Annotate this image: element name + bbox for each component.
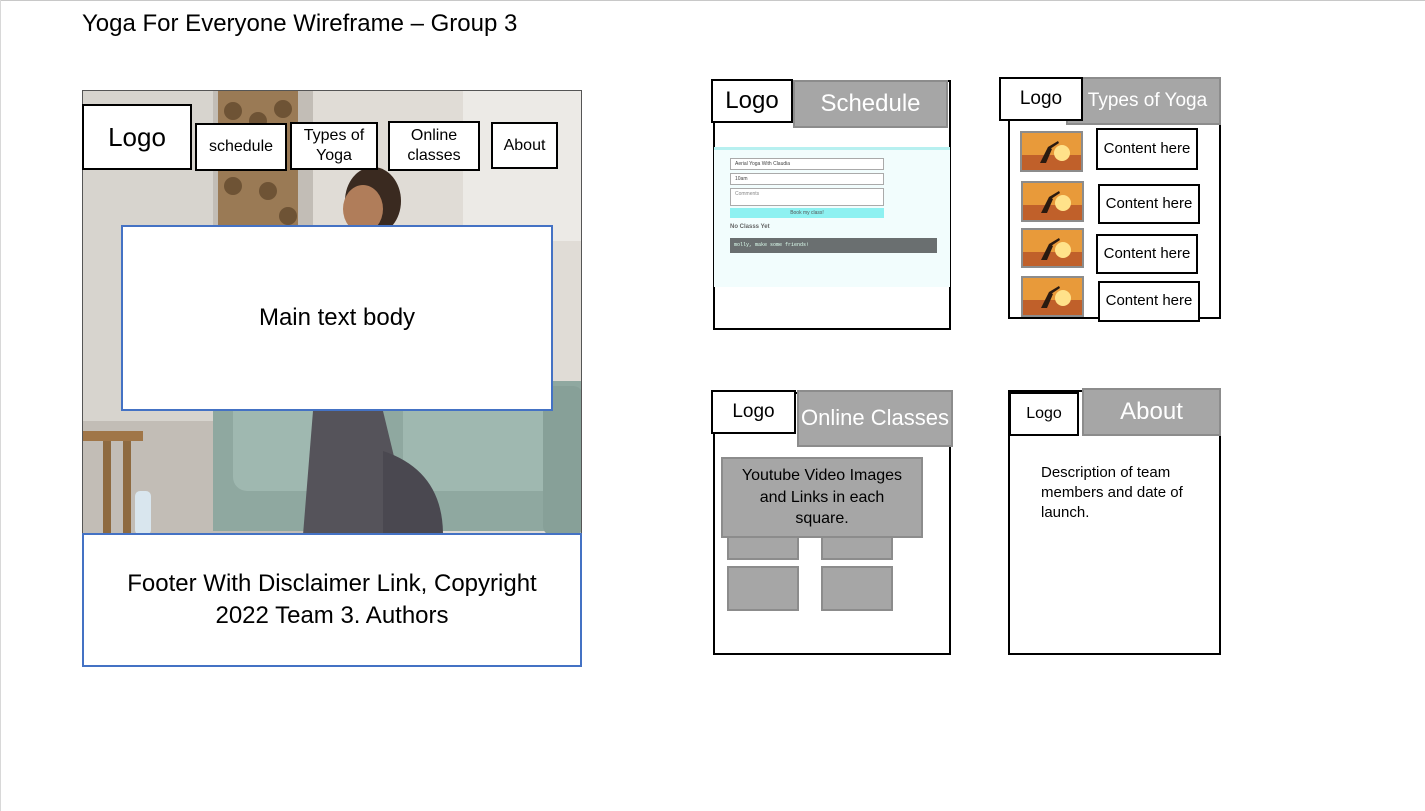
class-select-value: Aerial Yoga With Claudia: [735, 161, 791, 167]
left-rule: [0, 0, 1, 811]
schedule-form: Aerial Yoga With Claudia 10am Comments B…: [714, 147, 950, 287]
video-description: Youtube Video Images and Links in each s…: [721, 457, 923, 538]
types-content-label: Content here: [1103, 244, 1191, 262]
types-content-box: Content here: [1096, 128, 1198, 170]
about-title: About: [1082, 388, 1221, 436]
online-title-label: Online Classes: [801, 405, 949, 431]
types-content-box: Content here: [1098, 281, 1200, 322]
main-text-body: Main text body: [121, 225, 553, 411]
sunset-pose-icon: [1023, 278, 1082, 315]
nav-about-label: About: [503, 136, 546, 154]
yoga-thumbnail: [1021, 276, 1084, 317]
nav-types-button[interactable]: Types of Yoga: [290, 122, 378, 170]
class-select[interactable]: Aerial Yoga With Claudia: [730, 158, 884, 170]
nav-types-label: Types of Yoga: [303, 127, 365, 164]
types-content-label: Content here: [1105, 292, 1193, 310]
video-square[interactable]: [727, 566, 799, 611]
page-title: Yoga For Everyone Wireframe – Group 3: [82, 10, 518, 37]
online-title: Online Classes: [797, 390, 953, 447]
book-class-label: Book my class!: [790, 210, 824, 216]
message-bar: molly, make some friends!: [730, 238, 937, 253]
types-content-box: Content here: [1098, 184, 1200, 224]
video-square[interactable]: [821, 566, 893, 611]
online-logo[interactable]: Logo: [711, 390, 796, 434]
types-content-label: Content here: [1103, 139, 1191, 157]
sunset-pose-icon: [1023, 230, 1082, 266]
no-class-text: No Classs Yet: [730, 224, 770, 230]
schedule-logo-label: Logo: [725, 87, 779, 114]
yoga-thumbnail: [1021, 228, 1084, 268]
schedule-title: Schedule: [793, 80, 948, 128]
sunset-pose-icon: [1022, 133, 1081, 170]
types-content-box: Content here: [1096, 234, 1198, 274]
footer-label: Footer With Disclaimer Link, Copyright 2…: [127, 569, 537, 629]
online-logo-label: Logo: [732, 401, 775, 423]
about-logo-label: Logo: [1026, 405, 1062, 422]
types-logo-label: Logo: [1019, 88, 1063, 110]
message-text: molly, make some friends!: [734, 242, 810, 248]
footer: Footer With Disclaimer Link, Copyright 2…: [82, 533, 582, 667]
nav-about-button[interactable]: About: [491, 122, 558, 169]
home-logo-label: Logo: [108, 121, 166, 152]
yoga-thumbnail: [1020, 131, 1083, 172]
types-logo[interactable]: Logo: [999, 77, 1083, 121]
about-title-label: About: [1120, 397, 1183, 425]
schedule-logo[interactable]: Logo: [711, 79, 793, 123]
top-rule: [0, 0, 1425, 1]
sunset-pose-icon: [1023, 183, 1082, 220]
about-logo[interactable]: Logo: [1009, 392, 1079, 436]
nav-online-label: Online classes: [407, 127, 461, 164]
home-logo[interactable]: Logo: [82, 104, 192, 170]
book-class-button[interactable]: Book my class!: [730, 208, 884, 218]
about-description: Description of team members and date of …: [1041, 464, 1183, 521]
schedule-title-label: Schedule: [820, 89, 921, 117]
time-select-value: 10am: [735, 176, 748, 182]
comments-placeholder: Comments: [735, 191, 760, 197]
yoga-thumbnail: [1021, 181, 1084, 222]
types-content-label: Content here: [1105, 194, 1193, 212]
time-select[interactable]: 10am: [730, 173, 884, 185]
comments-field[interactable]: Comments: [730, 188, 884, 206]
nav-online-button[interactable]: Online classes: [388, 121, 480, 171]
nav-schedule-label: schedule: [208, 138, 274, 155]
types-title: Types of Yoga: [1066, 77, 1221, 125]
types-title-label: Types of Yoga: [1087, 89, 1208, 111]
video-description-label: Youtube Video Images and Links in each s…: [741, 467, 903, 528]
main-text-label: Main text body: [258, 304, 416, 331]
nav-schedule-button[interactable]: schedule: [195, 123, 287, 171]
